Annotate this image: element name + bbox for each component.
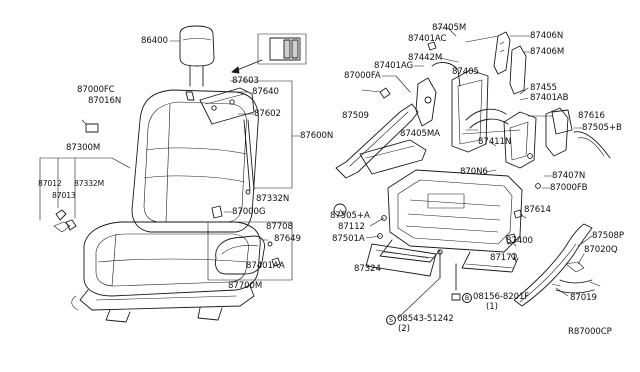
label-87505b: 87505+B	[582, 123, 622, 133]
headrest	[169, 25, 215, 87]
label-87600n: 87600N	[300, 131, 334, 141]
label-87509: 87509	[342, 111, 369, 121]
label-87000fc: 87000FC	[77, 85, 115, 95]
label-87020q: 87020Q	[584, 245, 618, 255]
label-87112: 87112	[338, 222, 365, 232]
label-87603: 87603	[232, 76, 259, 86]
inset-icon	[231, 33, 307, 74]
label-87012: 87012	[38, 179, 62, 188]
label-87442m: 87442M	[408, 53, 443, 63]
label-87300m: 87300M	[66, 143, 101, 153]
label-87406n: 87406N	[530, 31, 564, 41]
label-86400: 86400	[141, 36, 168, 46]
label-87407n: 87407N	[552, 171, 586, 181]
bolt-type-s-icon: S	[386, 315, 396, 325]
label-bolt-08156-qty: (1)	[486, 302, 498, 312]
label-87324: 87324	[354, 264, 381, 274]
label-87401aa: 87401AA	[246, 261, 285, 271]
label-87640: 87640	[252, 87, 279, 97]
label-87019: 87019	[570, 293, 597, 303]
label-87401ag: 87401AG	[374, 61, 414, 71]
label-87000g: 87000G	[232, 207, 266, 217]
label-87000fa: 87000FA	[344, 71, 381, 81]
label-87332m: 87332M	[74, 179, 105, 188]
label-87332n: 87332N	[256, 194, 290, 204]
label-87616: 87616	[578, 111, 605, 121]
label-87406m: 87406M	[530, 47, 565, 57]
label-87501a: 87501A	[332, 234, 365, 244]
label-870n6: 870N6	[460, 167, 488, 177]
armrest	[207, 221, 293, 281]
label-87405: 87405	[452, 67, 479, 77]
label-87614: 87614	[524, 205, 551, 215]
label-87411n: 87411N	[478, 137, 512, 147]
label-87708: 87708	[266, 222, 293, 232]
label-87649: 87649	[274, 234, 301, 244]
label-87602: 87602	[254, 109, 281, 119]
bolt-08156-code: 08156-8201F	[473, 292, 530, 302]
label-87405ma: 87405MA	[400, 129, 440, 139]
label-87700m: 87700M	[228, 281, 263, 291]
label-87016n: 87016N	[88, 96, 122, 106]
label-87455: 87455	[530, 83, 557, 93]
bolt-type-b-icon: B	[462, 293, 472, 303]
label-87400: 87400	[506, 236, 533, 246]
label-87505a: 87505+A	[330, 211, 370, 221]
label-87508p: 87508P	[592, 231, 624, 241]
label-bolt-08543-qty: (2)	[398, 324, 410, 334]
back-frame-parts	[185, 80, 301, 219]
label-87405m: 87405M	[432, 23, 467, 33]
label-87401ab: 87401AB	[530, 93, 569, 103]
label-87013: 87013	[52, 191, 76, 200]
seat-assembly	[39, 89, 261, 323]
bolt-08543-code: 08543-51242	[397, 314, 454, 324]
seat-frame-assembly	[333, 27, 611, 319]
label-87171: 87171	[490, 253, 517, 263]
diagram-code: R87000CP	[568, 327, 612, 337]
label-87000fb: 87000FB	[550, 183, 588, 193]
label-87401ac: 87401AC	[408, 34, 447, 44]
